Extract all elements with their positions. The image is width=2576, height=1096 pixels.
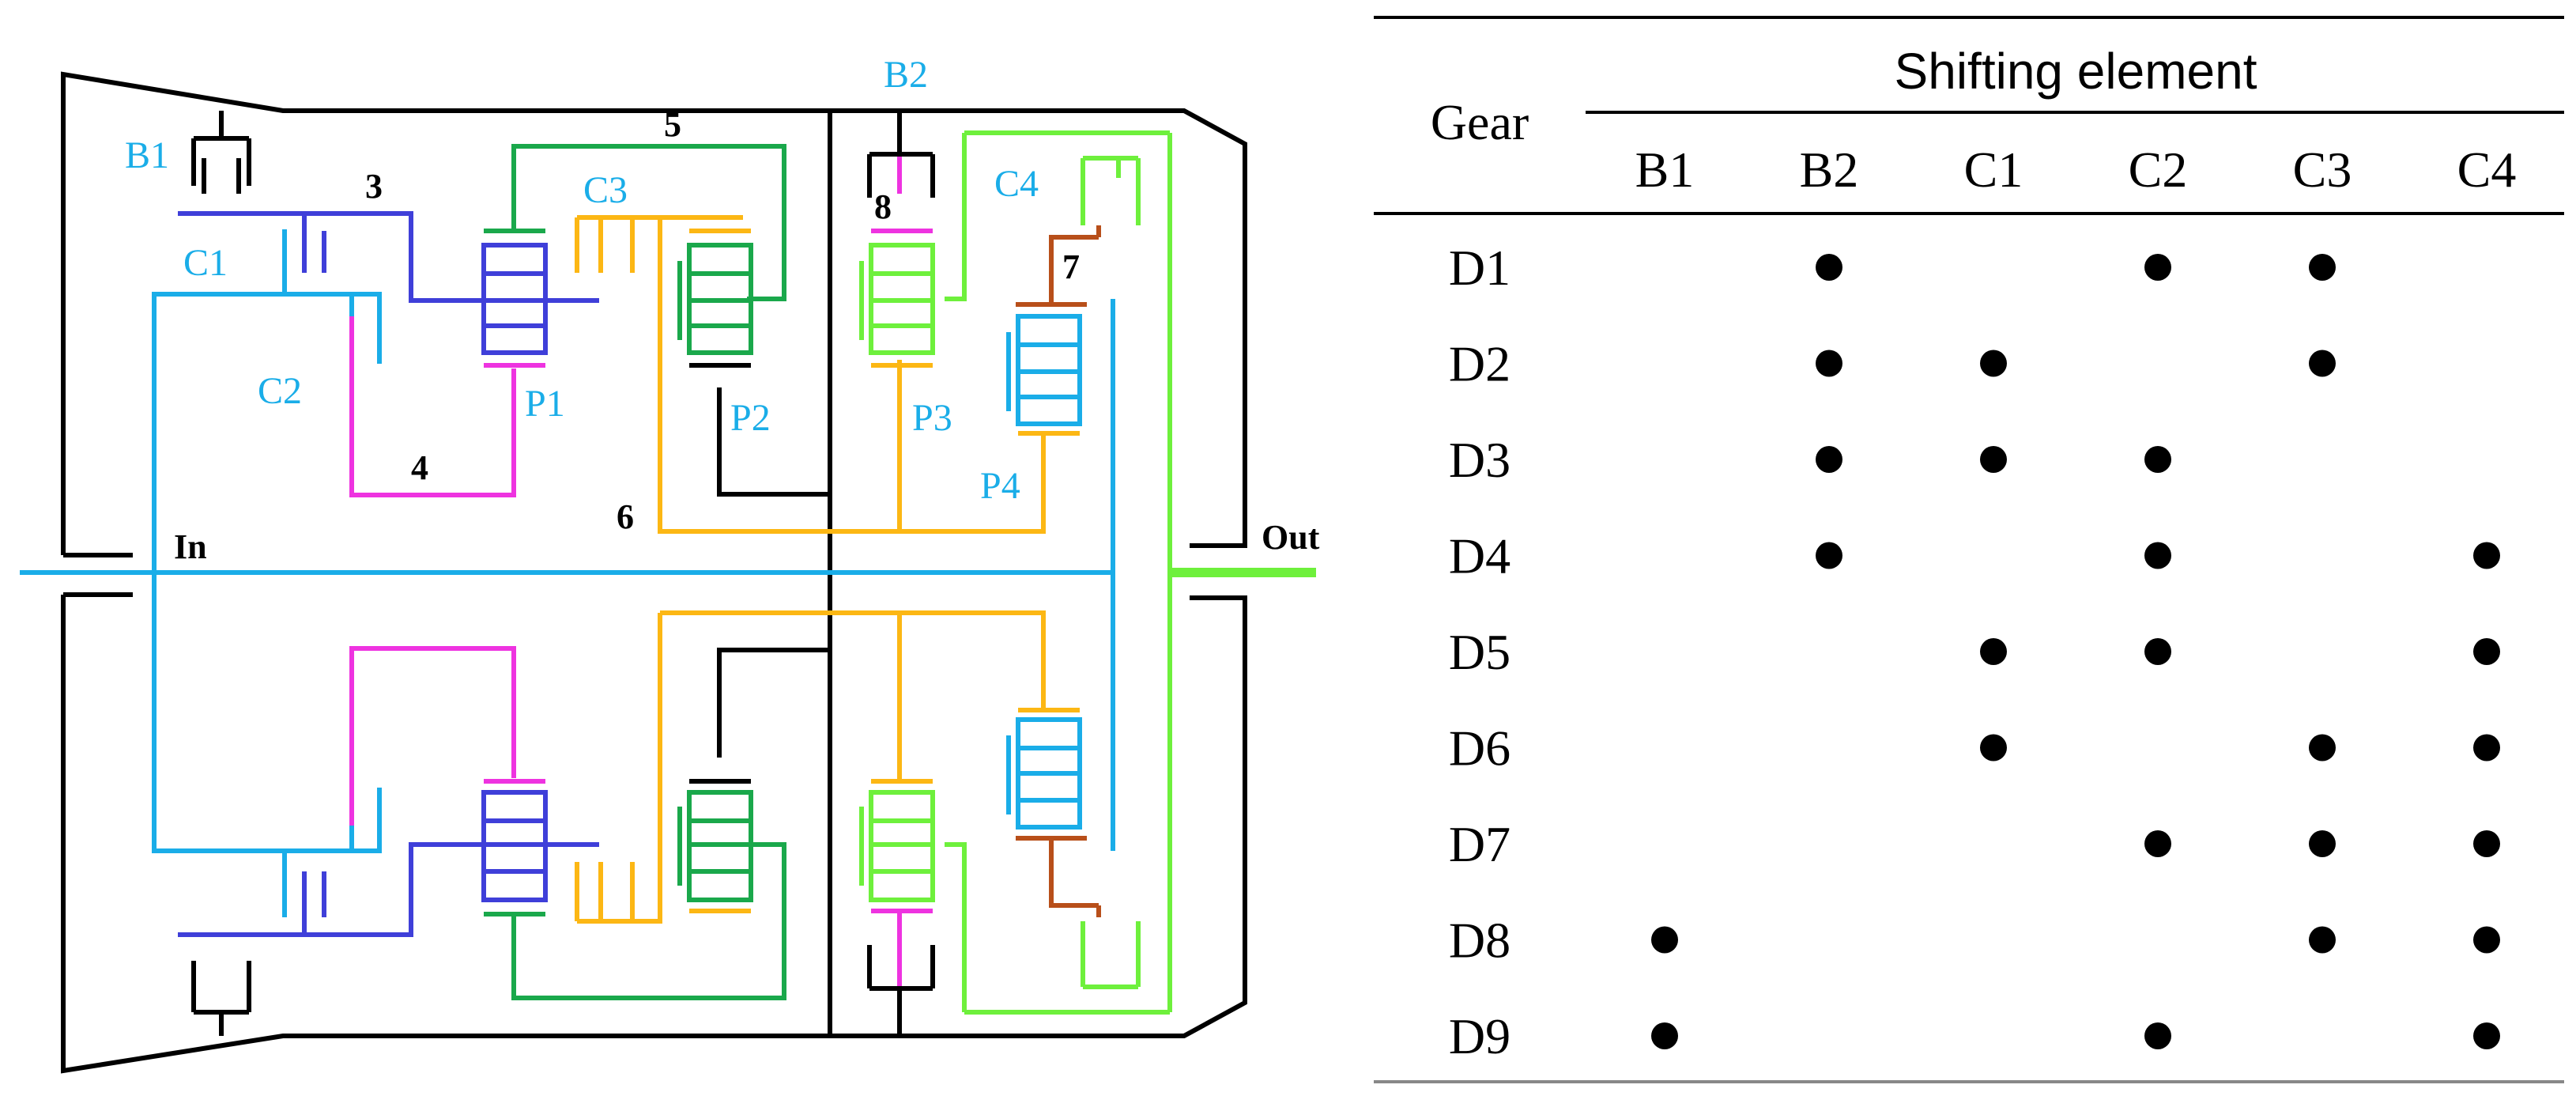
column-header-b1: B1 [1635,142,1695,198]
gear-label: D4 [1449,528,1511,584]
engaged-dot-c1 [1980,350,2007,377]
label-b1: B1 [125,134,169,176]
engaged-dot-c4 [2473,1022,2500,1049]
planetary-p4-upper [1006,314,1082,436]
node-5-shaft [511,144,786,1000]
engaged-dot-c3 [2309,926,2336,954]
table-rules [1374,16,2564,1083]
planetary-p3-lower [859,779,935,913]
label-c1: C1 [183,242,228,284]
planetary-p2-upper [677,229,753,368]
label-c3: C3 [583,169,628,211]
engaged-dot-c4 [2473,734,2500,762]
engaged-dot-c2 [2144,1022,2171,1049]
output-label: Out [1262,518,1320,557]
engaged-dot-c1 [1980,446,2007,473]
engaged-dot-b1 [1651,1022,1678,1049]
gear-label: D5 [1449,624,1511,680]
node-label-4: 4 [411,448,428,487]
column-header-c1: C1 [1964,142,2023,198]
label-p3: P3 [912,397,952,439]
table-row: D7 [1449,816,2500,872]
engaged-dot-c3 [2309,350,2336,377]
gear-label: D1 [1449,240,1511,296]
engaged-dot-c1 [1980,638,2007,665]
table-row: D2 [1449,336,2336,392]
engaged-dot-c2 [2144,638,2171,665]
node-label-5: 5 [664,105,681,144]
column-header-c3: C3 [2293,142,2352,198]
label-c2: C2 [258,370,302,412]
table-row: D4 [1449,528,2500,584]
engaged-dot-b2 [1816,254,1842,281]
engaged-dot-b1 [1651,926,1678,954]
gear-label: D8 [1449,913,1511,969]
diagram-labels: B1 B2 C1 C2 C3 C4 P1 P2 P3 P4 3 4 5 6 7 … [125,54,1320,566]
node-label-6: 6 [617,497,634,536]
engaged-dot-c1 [1980,734,2007,762]
engaged-dot-c4 [2473,926,2500,954]
table-row: D3 [1449,432,2171,488]
gear-label: D7 [1449,816,1511,872]
engaged-dot-b2 [1816,350,1842,377]
node-label-3: 3 [365,167,383,206]
table-row: D6 [1449,720,2500,777]
engaged-dot-c3 [2309,254,2336,281]
engaged-dot-c3 [2309,830,2336,857]
engaged-dot-c4 [2473,638,2500,665]
gear-label: D6 [1449,720,1511,777]
gear-label: D3 [1449,432,1511,488]
node-7-shaft [1016,225,1101,917]
input-label: In [174,527,207,566]
engaged-dot-b2 [1816,446,1842,473]
label-c4: C4 [994,163,1039,205]
table-row: D1 [1449,240,2336,296]
engaged-dot-c2 [2144,830,2171,857]
label-p4: P4 [980,465,1020,507]
transmission-scheme: B1 B2 C1 C2 C3 C4 P1 P2 P3 P4 3 4 5 6 7 … [20,54,1320,1074]
planetary-p1-upper [481,229,548,368]
engaged-dot-b2 [1816,542,1842,569]
output-shaft [945,130,1316,1015]
node-6-shaft [575,215,1046,924]
planetary-p2-lower [677,779,753,913]
engaged-dot-c3 [2309,734,2336,762]
node-label-7: 7 [1062,248,1080,286]
label-p2: P2 [730,397,771,439]
engaged-dot-c4 [2473,830,2500,857]
gear-label: D9 [1449,1008,1511,1064]
table-row: D8 [1449,913,2500,969]
label-p1: P1 [525,383,565,425]
label-b2: B2 [884,54,928,96]
column-header-c4: C4 [2457,142,2517,198]
engaged-dot-c2 [2144,254,2171,281]
table-row-header: Gear [1431,94,1529,150]
table-column-headers: B1 B2 C1 C2 C3 C4 [1635,142,2517,198]
node-8-shaft [191,111,935,1036]
table-group-header: Shifting element [1895,43,2257,100]
planetary-p1-lower [481,779,548,916]
node-label-8: 8 [874,187,892,226]
table-row: D9 [1449,1008,2500,1064]
table-row: D5 [1449,624,2500,680]
planetary-p4-lower [1006,708,1082,830]
engaged-dot-c2 [2144,542,2171,569]
gear-label: D2 [1449,336,1511,392]
engaged-dot-c2 [2144,446,2171,473]
planetary-p3-upper [859,229,935,368]
engaged-dot-c4 [2473,542,2500,569]
column-header-c2: C2 [2129,142,2188,198]
column-header-b2: B2 [1800,142,1859,198]
